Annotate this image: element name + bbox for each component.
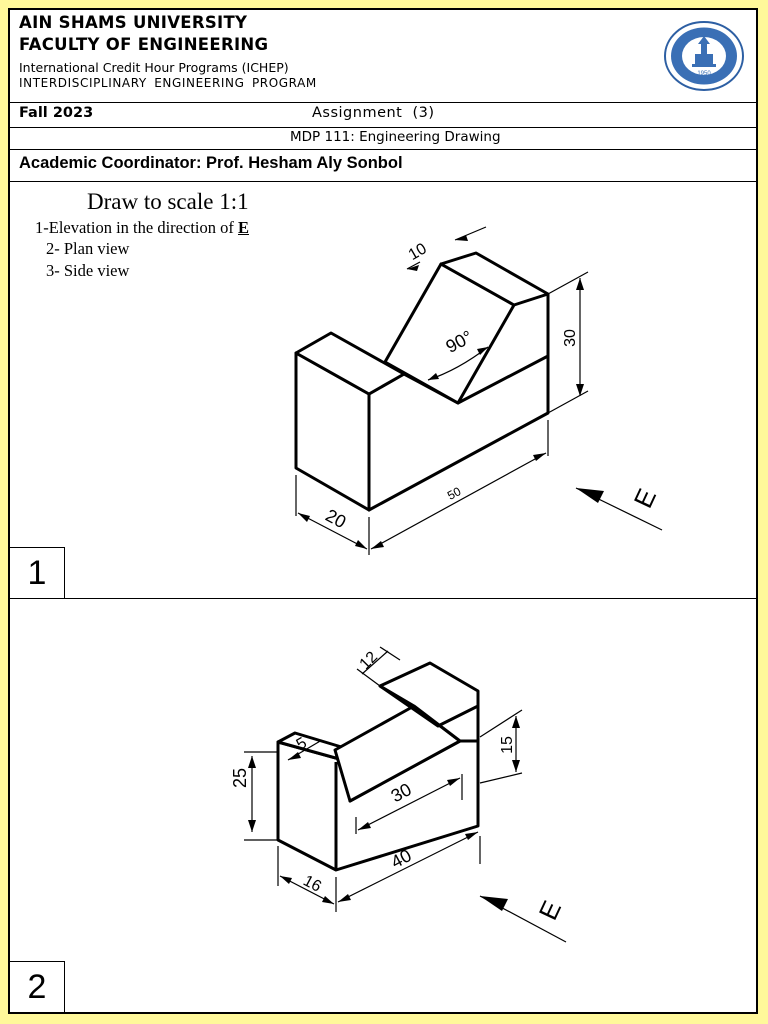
dim-top-10: 10 [406, 240, 430, 264]
problem-2-panel: 12 5 25 15 30 40 16 E 2 [10, 598, 756, 1012]
course-row: MDP 111: Engineering Drawing [10, 127, 756, 150]
dim-step-15: 15 [499, 736, 516, 754]
problem-2-isometric-drawing: 12 5 25 15 30 40 16 E [230, 646, 568, 943]
problem-2-number: 2 [10, 961, 65, 1012]
problem-1-isometric-drawing: 10 90° 30 50 20 E [294, 226, 663, 555]
logo-year-text: 1950 [697, 71, 711, 77]
header: AIN SHAMS UNIVERSITY FACULTY OF ENGINEER… [10, 10, 756, 103]
slot-block-outline [276, 661, 480, 872]
instruction-2: 2- Plan view [46, 239, 130, 258]
dim-slot-12: 12 [357, 648, 382, 673]
term-row: Fall 2023 Assignment (3) [10, 102, 756, 128]
program-line-2: INTERDISCIPLINARY ENGINEERING PROGRAM [19, 76, 317, 90]
faculty-name: FACULTY OF ENGINEERING [19, 35, 269, 54]
course-label: MDP 111: Engineering Drawing [290, 129, 501, 145]
coordinator-row: Academic Coordinator: Prof. Hesham Aly S… [10, 149, 756, 182]
instruction-1-direction: E [237, 218, 249, 237]
coordinator-label: Academic Coordinator: Prof. Hesham Aly S… [19, 154, 403, 172]
problem-2-arrowheads [248, 716, 520, 911]
instruction-1-text: 1-Elevation in the direction of [35, 218, 238, 237]
program-line-1: International Credit Hour Programs (ICHE… [19, 60, 289, 75]
problem-1-panel: Draw to scale 1:1 1-Elevation in the dir… [10, 181, 756, 599]
problem-1-title: Draw to scale 1:1 [87, 189, 249, 214]
dim-depth-16: 16 [300, 872, 324, 895]
problem-1-number: 1 [10, 547, 65, 598]
instruction-1: 1-Elevation in the direction of E [35, 218, 249, 238]
university-logo-icon: 1950 [664, 21, 744, 91]
dim-height-30: 30 [562, 329, 579, 347]
v-block-outline [294, 251, 550, 512]
direction-e-label: E [533, 896, 568, 924]
dim-length-50: 50 [445, 484, 464, 503]
assignment-sheet: AIN SHAMS UNIVERSITY FACULTY OF ENGINEER… [8, 8, 758, 1014]
instruction-3: 3- Side view [46, 261, 130, 280]
term-label: Fall 2023 [19, 105, 94, 121]
assignment-label: Assignment (3) [312, 105, 435, 121]
dim-height-25: 25 [230, 768, 250, 788]
problem-1-arrowheads [298, 235, 604, 549]
university-name: AIN SHAMS UNIVERSITY [19, 13, 248, 32]
direction-e-label: E [628, 484, 663, 512]
